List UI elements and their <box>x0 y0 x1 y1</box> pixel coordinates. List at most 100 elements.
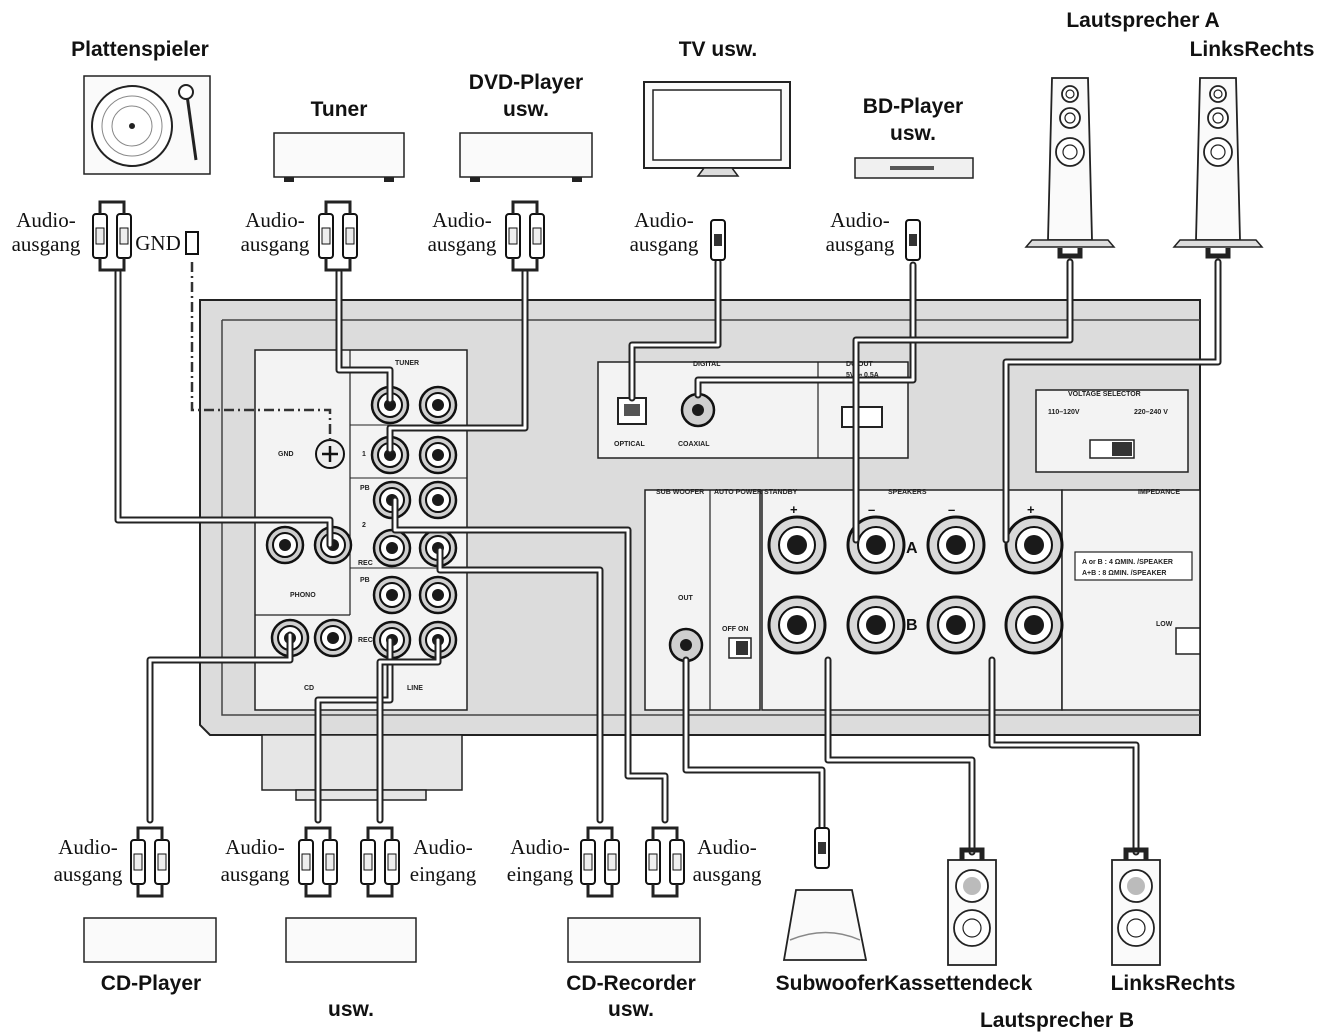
rca-jack <box>313 618 353 658</box>
etc-device <box>285 917 417 963</box>
conn-audio-5: Audio- <box>830 208 890 232</box>
label-bd: BD-Player <box>863 95 963 118</box>
speakers <box>947 77 1264 966</box>
label-etc: usw. <box>328 998 374 1021</box>
panel-gnd-label: GND <box>278 451 294 458</box>
panel-rec-label: REC <box>358 560 373 567</box>
label-subwoofer-cassette: SubwooferKassettendeck <box>776 972 1033 995</box>
binding-post <box>1004 595 1064 655</box>
conn-audio-6: Audio- <box>58 835 118 859</box>
panel-text: TUNER GND PHONO CD LINE 1 PB 2 REC PB RE… <box>278 360 1180 692</box>
panel-offon-label: OFF ON <box>722 626 748 633</box>
rca-plug-pair <box>298 826 338 898</box>
panel-voltage-label: VOLTAGE SELECTOR <box>1068 391 1141 398</box>
panel-a-label: A <box>906 540 918 557</box>
panel-minus-2: – <box>948 502 955 517</box>
conn-audio-10: Audio- <box>697 835 757 859</box>
tower-speaker <box>1172 77 1264 259</box>
panel-cd-label: CD <box>304 685 314 692</box>
turntable <box>83 75 211 175</box>
label-bd-2: usw. <box>890 122 936 145</box>
label-cd-recorder: CD-Recorder <box>566 972 696 995</box>
rca-jack <box>372 575 412 615</box>
conn-out-2: ausgang <box>241 232 310 256</box>
rca-plug-pair <box>92 200 132 272</box>
panel-speakers-label: SPEAKERS <box>888 489 927 496</box>
conn-out-4: ausgang <box>630 232 699 256</box>
single-plug <box>710 219 726 261</box>
rca-jack <box>370 385 410 425</box>
panel-phono-label: PHONO <box>290 592 316 599</box>
rca-plug-pair <box>130 826 170 898</box>
conn-audio-9: Audio- <box>510 835 570 859</box>
voltage-selector <box>1035 389 1189 473</box>
dc-out-port <box>841 406 883 428</box>
rca-plug-pair <box>318 200 358 272</box>
panel-line-label: LINE <box>407 685 423 692</box>
panel-pb-label: PB <box>360 485 370 492</box>
rca-plug-pair <box>580 826 620 898</box>
tuner-device <box>273 132 405 182</box>
tv-device <box>643 81 791 177</box>
rca-jack <box>418 385 458 425</box>
subwoofer-section <box>644 489 761 711</box>
label-turntable: Plattenspieler <box>71 38 209 61</box>
panel-dcspec-label: 5V ⎓ 0.5A <box>846 372 879 379</box>
device-labels: Plattenspieler Tuner DVD-Player usw. TV … <box>71 9 1314 1032</box>
conn-out-3: ausgang <box>428 232 497 256</box>
dvd-player-device <box>459 132 593 182</box>
tower-speaker <box>1024 77 1116 259</box>
conn-in-9: eingang <box>507 862 574 886</box>
panel-optical-label: OPTICAL <box>614 441 645 448</box>
speaker-binding-posts <box>767 515 1064 655</box>
conn-out-1: ausgang <box>12 232 81 256</box>
receiver-foot <box>261 734 463 791</box>
label-left-right-bottom: LinksRechts <box>1111 972 1236 995</box>
panel-tuner-label: TUNER <box>395 360 419 367</box>
label-cd-player: CD-Player <box>101 972 201 995</box>
cables <box>114 258 1222 856</box>
single-plug <box>905 219 921 261</box>
panel-b-label: B <box>906 617 918 634</box>
panel-imp1-label: A or B : 4 ΩMIN. /SPEAKER <box>1082 559 1173 566</box>
panel-pb2-label: PB <box>360 577 370 584</box>
rca-plug-pair <box>505 200 545 272</box>
conn-audio-8: Audio- <box>413 835 473 859</box>
conn-out-10: ausgang <box>693 862 762 886</box>
cd-player-device <box>83 917 217 963</box>
panel-dcout-label: DC OUT <box>846 361 874 368</box>
binding-post <box>767 515 827 575</box>
panel-vlow-label: 110–120V <box>1048 409 1080 416</box>
rca-jack <box>418 480 458 520</box>
bookshelf-speaker <box>1111 847 1161 966</box>
binding-post <box>846 515 906 575</box>
conn-audio-3: Audio- <box>432 208 492 232</box>
panel-1-label: 1 <box>362 451 366 458</box>
panel-vhigh-label: 220–240 V <box>1134 409 1168 416</box>
conn-out-5: ausgang <box>826 232 895 256</box>
single-plug <box>814 827 830 869</box>
conn-audio-2: Audio- <box>245 208 305 232</box>
impedance-section <box>1061 489 1201 711</box>
conn-audio-4: Audio- <box>634 208 694 232</box>
panel-coaxial-label: COAXIAL <box>678 441 710 448</box>
rca-plugs <box>92 200 921 898</box>
panel-plus-1: + <box>790 502 798 517</box>
panel-plus-2: + <box>1027 502 1035 517</box>
conn-gnd: GND <box>135 231 181 255</box>
bd-player-device <box>854 157 974 179</box>
panel-impedance-label: IMPEDANCE <box>1138 489 1180 496</box>
rca-plug-pair <box>360 826 400 898</box>
panel-minus-1: – <box>868 502 875 517</box>
panel-rec2-label: REC <box>358 637 373 644</box>
panel-2-label: 2 <box>362 522 366 529</box>
panel-subwoofer-label: SUB WOOFER <box>656 489 704 496</box>
label-tuner: Tuner <box>311 98 368 121</box>
cd-recorder-device <box>567 917 701 963</box>
gnd-terminal <box>315 439 345 469</box>
label-left-right-top: LinksRechts <box>1190 38 1315 61</box>
optical-jack <box>617 397 647 425</box>
label-speakers-a: Lautsprecher A <box>1066 9 1219 32</box>
panel-out-label: OUT <box>678 595 694 602</box>
panel-digital-label: DIGITAL <box>693 361 721 368</box>
